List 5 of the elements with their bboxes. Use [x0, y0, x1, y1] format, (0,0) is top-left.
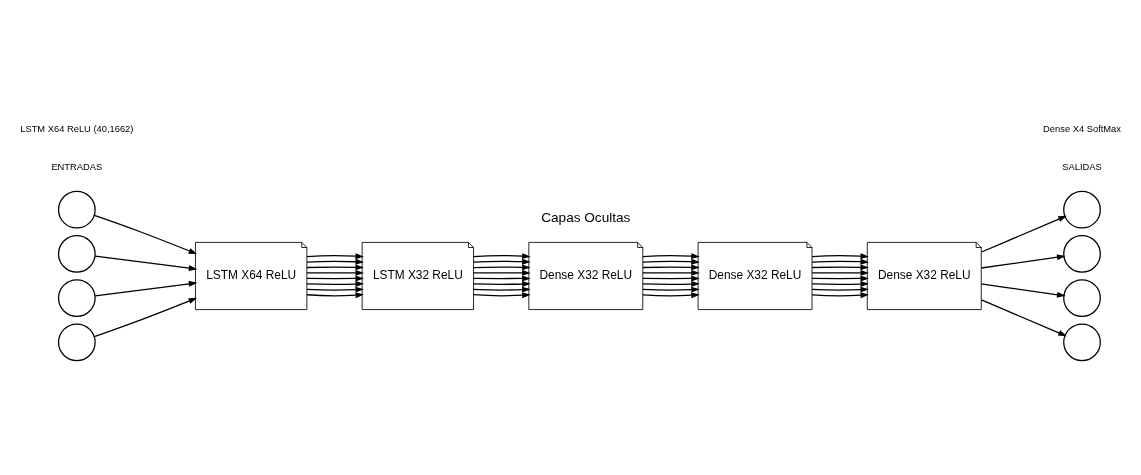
label: LSTM X64 ReLU (40,1662): [20, 124, 134, 135]
label: Dense X4 SoftMax: [1043, 124, 1121, 135]
label: Capas Ocultas: [541, 210, 631, 226]
label: ENTRADAS: [51, 162, 103, 173]
label: SALIDAS: [1062, 162, 1102, 173]
